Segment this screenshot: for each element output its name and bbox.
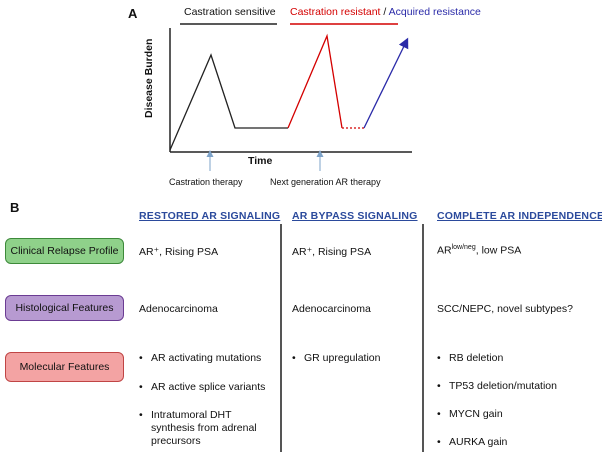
molecular-independence-item-text: MYCN gain [449, 408, 503, 420]
y-axis-label: Disease Burden [143, 38, 155, 118]
header-castration-sensitive: Castration sensitive [184, 6, 276, 18]
row-label-histological: Histological Features [5, 295, 124, 321]
clinical-bypass: AR⁺, Rising PSA [292, 246, 372, 258]
column-header-bypass: AR BYPASS SIGNALING [292, 210, 418, 222]
panel-b-letter: B [10, 200, 20, 215]
molecular-independence-item: •RB deletion [437, 352, 504, 364]
panel-a-letter: A [128, 6, 138, 21]
disease-burden-diagram [169, 23, 412, 171]
molecular-independence-item-text: AURKA gain [449, 436, 508, 448]
histological-restored: Adenocarcinoma [139, 303, 218, 315]
header-acquired-resistance: Acquired resistance [388, 6, 481, 18]
molecular-independence-item-text: RB deletion [449, 352, 504, 364]
molecular-restored-item: •Intratumoral DHT synthesis from adrenal… [139, 409, 274, 448]
molecular-bypass-item: •GR upregulation [292, 352, 381, 364]
molecular-restored-item-text: AR active splice variants [151, 381, 266, 393]
header-castration-resistant: Castration resistant [290, 6, 381, 18]
clinical-independence-sup: low/neg [451, 244, 476, 251]
column-divider-2 [422, 224, 424, 452]
molecular-independence-item: •MYCN gain [437, 408, 503, 420]
column-header-independence: COMPLETE AR INDEPENDENCE [437, 210, 602, 222]
x-axis-label: Time [248, 155, 273, 167]
resistant-curve [287, 33, 343, 129]
clinical-independence: ARlow/neg, low PSA [437, 244, 521, 257]
molecular-independence-item: •AURKA gain [437, 436, 508, 448]
molecular-restored-item: •AR active splice variants [139, 381, 266, 393]
row-label-clinical: Clinical Relapse Profile [5, 238, 124, 264]
histological-bypass: Adenocarcinoma [292, 303, 371, 315]
row-label-molecular: Molecular Features [5, 352, 124, 382]
molecular-bypass-item-text: GR upregulation [304, 352, 381, 364]
clinical-independence-rest: , low PSA [475, 244, 522, 257]
clinical-restored: AR⁺, Rising PSA [139, 246, 219, 258]
column-divider-1 [280, 224, 282, 452]
column-header-restored: RESTORED AR SIGNALING [139, 210, 281, 222]
histological-independence: SCC/NEPC, novel subtypes? [437, 303, 573, 315]
molecular-restored-item-text: Intratumoral DHT synthesis from adrenal … [151, 409, 257, 447]
clinical-independence-base: AR [437, 244, 452, 257]
header-separator: / [380, 6, 389, 18]
castration-therapy-label: Castration therapy [169, 177, 243, 187]
molecular-independence-item: •TP53 deletion/mutation [437, 380, 557, 392]
acquired-resistance-arrow [363, 37, 409, 129]
sensitive-curve [169, 53, 288, 151]
next-gen-therapy-label: Next generation AR therapy [270, 177, 381, 187]
molecular-restored-item: •AR activating mutations [139, 352, 262, 364]
header-resistance: Castration resistant / Acquired resistan… [290, 6, 481, 18]
molecular-restored-item-text: AR activating mutations [151, 352, 262, 364]
molecular-independence-item-text: TP53 deletion/mutation [449, 380, 557, 392]
